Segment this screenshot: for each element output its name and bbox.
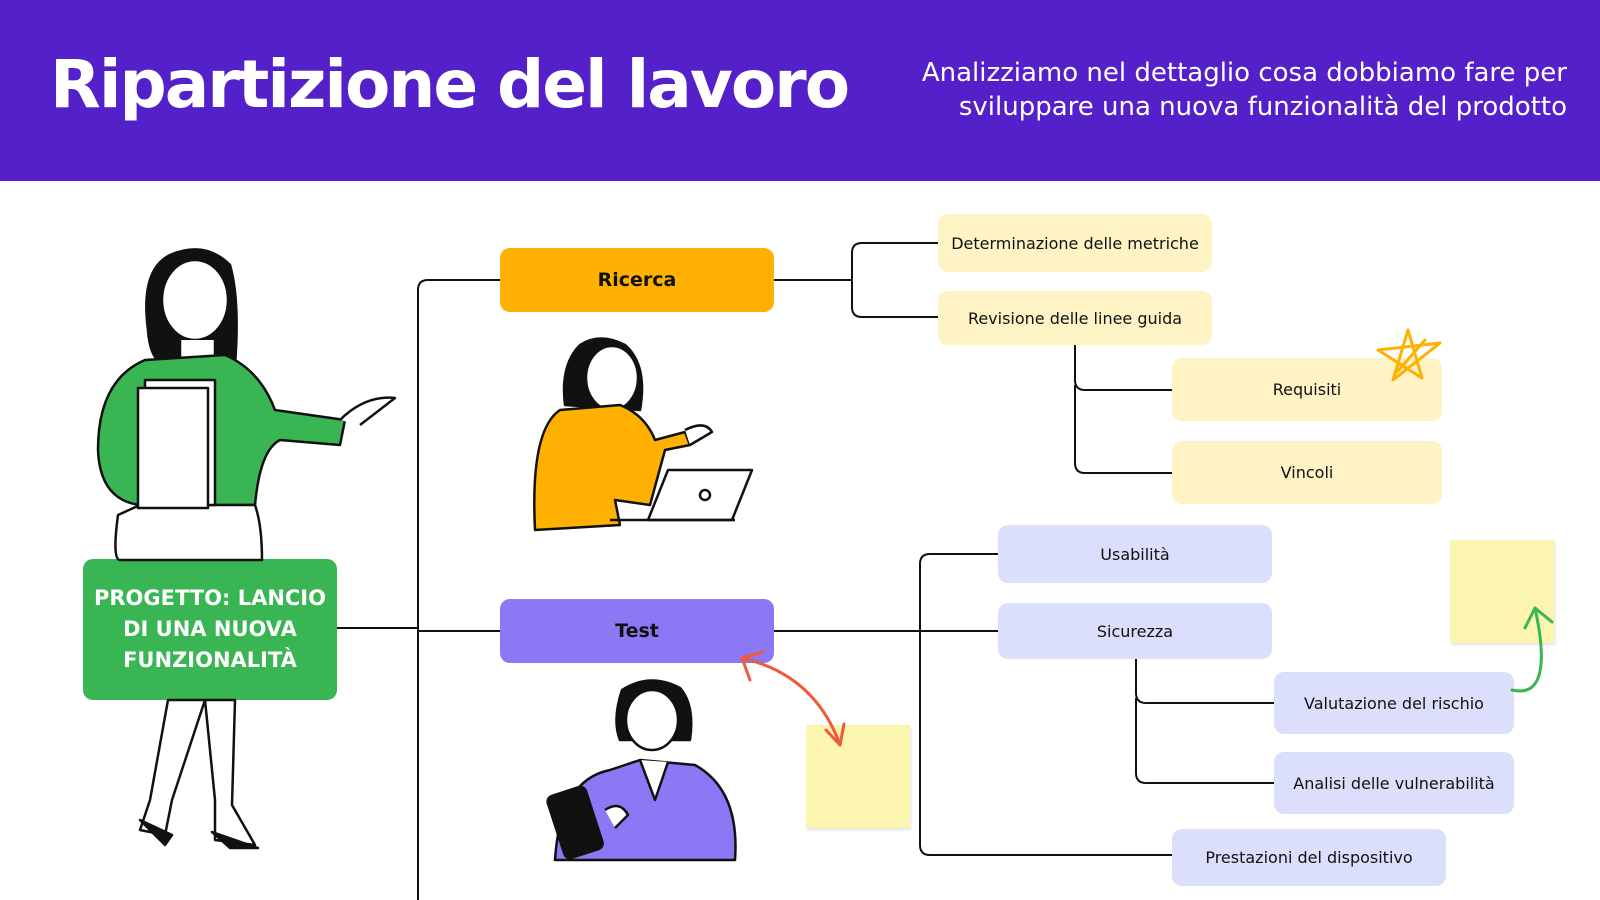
branch-ricerca[interactable]: Ricerca xyxy=(500,248,774,312)
root-node[interactable]: PROGETTO: LANCIO DI UNA NUOVA FUNZIONALI… xyxy=(83,559,337,700)
node-analisi-vulnerabilita[interactable]: Analisi delle vulnerabilità xyxy=(1274,752,1514,814)
branch-test[interactable]: Test xyxy=(500,599,774,663)
node-prestazioni-dispositivo[interactable]: Prestazioni del dispositivo xyxy=(1172,829,1446,886)
node-requisiti[interactable]: Requisiti xyxy=(1172,358,1442,421)
node-sicurezza[interactable]: Sicurezza xyxy=(998,603,1272,659)
node-usabilita[interactable]: Usabilità xyxy=(998,525,1272,583)
node-revisione-linee-guida[interactable]: Revisione delle linee guida xyxy=(938,291,1212,345)
sticky-note-bottom xyxy=(806,725,910,828)
node-determinazione-metriche[interactable]: Determinazione delle metriche xyxy=(938,214,1212,272)
node-valutazione-rischio[interactable]: Valutazione del rischio xyxy=(1274,672,1514,734)
header-banner: Ripartizione del lavoro Analizziamo nel … xyxy=(0,0,1600,181)
page-title: Ripartizione del lavoro xyxy=(50,46,850,123)
page-subtitle: Analizziamo nel dettaglio cosa dobbiamo … xyxy=(921,58,1567,122)
node-vincoli[interactable]: Vincoli xyxy=(1172,441,1442,504)
sticky-note-right xyxy=(1450,540,1554,643)
